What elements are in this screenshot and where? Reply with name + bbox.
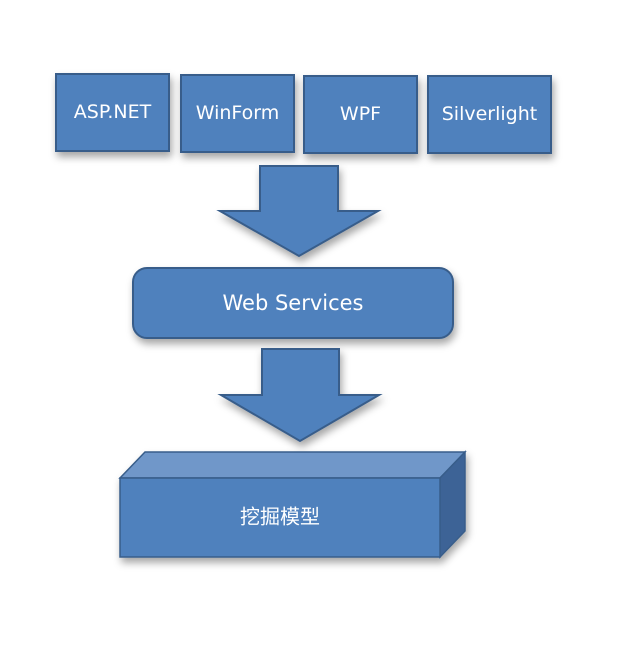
framework-box-wpf: WPF	[303, 75, 418, 154]
mining-model-front-face	[119, 477, 441, 558]
web-services-label: Web Services	[222, 291, 363, 315]
framework-box-silverlight: Silverlight	[427, 75, 552, 154]
framework-label-aspnet: ASP.NET	[74, 101, 152, 123]
down-arrow-bottom	[217, 348, 383, 443]
mining-model-top-face	[118, 451, 467, 479]
down-arrow-top	[216, 165, 382, 258]
web-services-box: Web Services	[132, 267, 454, 339]
framework-box-aspnet: ASP.NET	[55, 73, 170, 152]
mining-model-label: 挖掘模型	[240, 505, 320, 529]
framework-label-wpf: WPF	[340, 103, 381, 125]
framework-label-winform: WinForm	[196, 102, 280, 124]
mining-model-block: 挖掘模型	[118, 450, 467, 559]
framework-box-winform: WinForm	[180, 74, 295, 153]
framework-label-silverlight: Silverlight	[442, 103, 537, 125]
